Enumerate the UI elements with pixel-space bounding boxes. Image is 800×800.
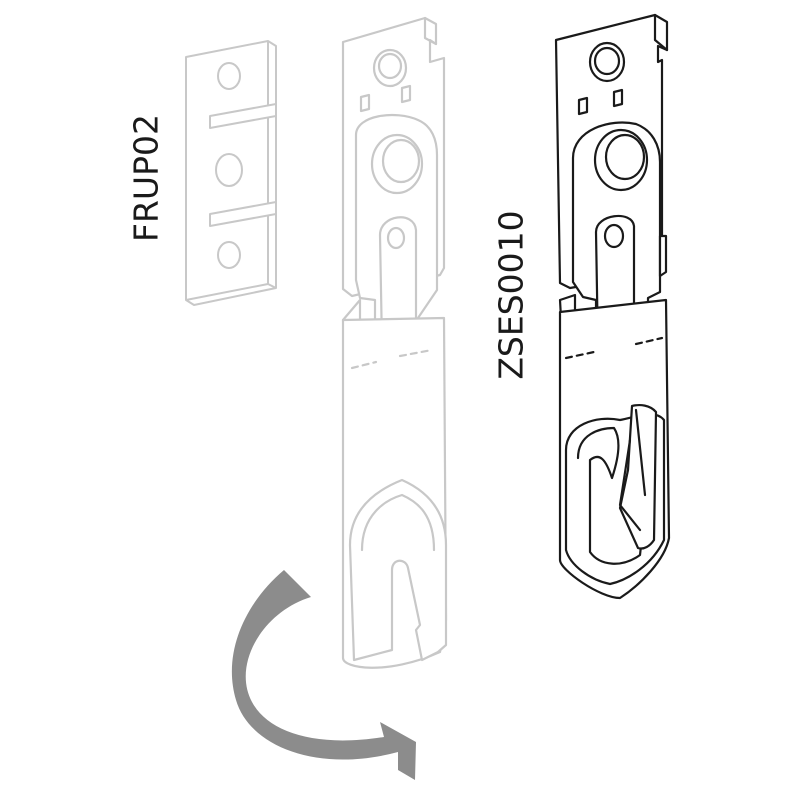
zses0010-bracket	[554, 13, 671, 600]
ghost-bracket	[341, 16, 448, 669]
frup02-label: FRUP02	[127, 114, 166, 242]
curved-arrow-icon	[231, 570, 416, 780]
frup02-plate	[185, 40, 277, 306]
rotation-arrow	[231, 570, 416, 780]
zses0010-label: ZSES0010	[492, 210, 531, 379]
